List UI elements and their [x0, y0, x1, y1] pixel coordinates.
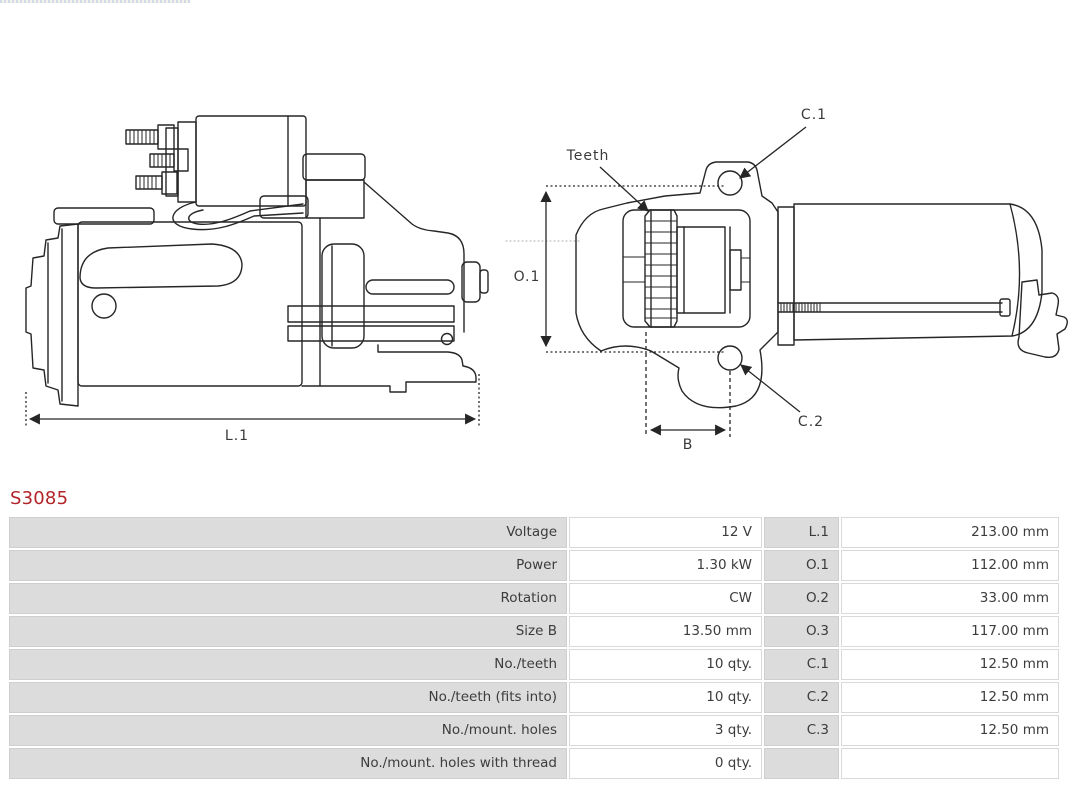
spec-label-cell: No./mount. holes with thread — [9, 748, 567, 779]
spec-value-cell: 3 qty. — [569, 715, 762, 746]
leader-teeth — [599, 166, 649, 212]
spec-label-cell: Voltage — [9, 517, 567, 548]
spec-value-cell: 13.50 mm — [569, 616, 762, 647]
solenoid-body — [195, 115, 307, 207]
front-view-drawing — [505, 161, 1068, 409]
side-view-drawing — [25, 115, 489, 407]
spec-label-cell: Size B — [9, 616, 567, 647]
dimension-o1 — [540, 185, 726, 353]
mount-hole-c2 — [717, 345, 743, 371]
label-b: B — [683, 437, 694, 453]
dim-label-cell: L.1 — [764, 517, 839, 548]
spec-value-cell: 1.30 kW — [569, 550, 762, 581]
dim-value-cell: 112.00 mm — [841, 550, 1059, 581]
mount-hole-c1 — [717, 170, 743, 196]
spec-table: Voltage 12 V L.1 213.00 mm Power 1.30 kW… — [9, 517, 1059, 779]
dim-label-cell — [764, 748, 839, 779]
spec-label-cell: No./mount. holes — [9, 715, 567, 746]
dim-label-cell: C.1 — [764, 649, 839, 680]
dim-label-cell: O.2 — [764, 583, 839, 614]
spec-value-cell: CW — [569, 583, 762, 614]
mounting-flange — [575, 161, 779, 409]
dim-label-cell: O.1 — [764, 550, 839, 581]
spec-label-cell: No./teeth — [9, 649, 567, 680]
spec-value-cell: 10 qty. — [569, 682, 762, 713]
label-l1: L.1 — [225, 428, 249, 444]
starter-motor-drawing: L.1 — [25, 107, 1068, 453]
pinion-gear — [622, 209, 678, 328]
dim-value-cell: 12.50 mm — [841, 715, 1059, 746]
end-cap-outline — [25, 223, 79, 407]
spec-label-cell: Power — [9, 550, 567, 581]
dim-label-cell: O.3 — [764, 616, 839, 647]
yoke-bulge — [79, 243, 243, 289]
drive-end-bracket — [287, 153, 489, 393]
dim-value-cell: 213.00 mm — [841, 517, 1059, 548]
leader-c1 — [739, 126, 807, 179]
mounting-foot — [301, 344, 477, 393]
spec-label-cell: No./teeth (fits into) — [9, 682, 567, 713]
dim-label-cell: C.2 — [764, 682, 839, 713]
watermark-strip — [0, 0, 190, 3]
dim-value-cell: 12.50 mm — [841, 682, 1059, 713]
label-c2: C.2 — [798, 414, 824, 430]
motor-cylinder — [777, 203, 1068, 359]
yoke-hole — [91, 293, 117, 319]
spec-value-cell: 10 qty. — [569, 649, 762, 680]
label-o1: O.1 — [514, 269, 541, 285]
rear-bracket — [1017, 279, 1068, 359]
label-teeth: Teeth — [566, 148, 610, 164]
solenoid-wire — [172, 201, 304, 231]
part-number: S3085 — [10, 488, 69, 509]
motor-yoke — [77, 221, 303, 387]
terminal-studs — [125, 124, 189, 195]
technical-drawing: L.1 — [25, 107, 1068, 453]
spec-value-cell: 12 V — [569, 517, 762, 548]
dimension-b — [645, 332, 731, 437]
label-c1: C.1 — [801, 107, 827, 123]
spec-value-cell: 0 qty. — [569, 748, 762, 779]
dim-value-cell: 12.50 mm — [841, 649, 1059, 680]
spec-label-cell: Rotation — [9, 583, 567, 614]
dim-value-cell — [841, 748, 1059, 779]
dim-value-cell: 117.00 mm — [841, 616, 1059, 647]
dim-value-cell: 33.00 mm — [841, 583, 1059, 614]
dimension-l1 — [25, 374, 480, 428]
dim-label-cell: C.3 — [764, 715, 839, 746]
clutch-cylinder — [676, 226, 751, 314]
pinion-silhouette — [321, 243, 365, 349]
leader-c2 — [740, 364, 801, 413]
